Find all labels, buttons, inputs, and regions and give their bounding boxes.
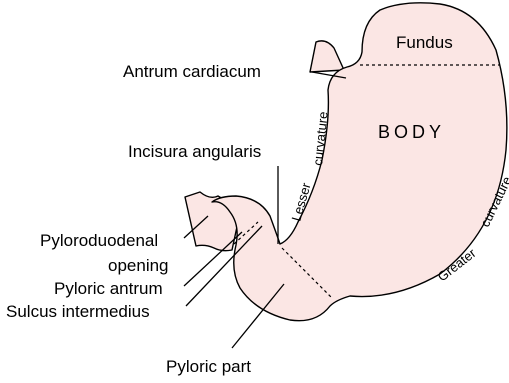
body-label: BODY — [378, 122, 445, 142]
pyloric-antrum-label: Pyloric antrum — [54, 279, 163, 298]
stomach-outline — [212, 3, 507, 321]
esophagus-stub — [310, 41, 344, 72]
pyloric-part-label: Pyloric part — [166, 357, 251, 376]
sulcus-intermedius-label: Sulcus intermedius — [6, 302, 150, 321]
antrum-cardiacum-label: Antrum cardiacum — [123, 62, 261, 81]
pyloroduodenal-label: Pyloroduodenal — [40, 231, 158, 250]
incisura-angularis-label: Incisura angularis — [128, 142, 261, 161]
opening-label: opening — [108, 256, 169, 275]
fundus-label: Fundus — [396, 33, 453, 52]
